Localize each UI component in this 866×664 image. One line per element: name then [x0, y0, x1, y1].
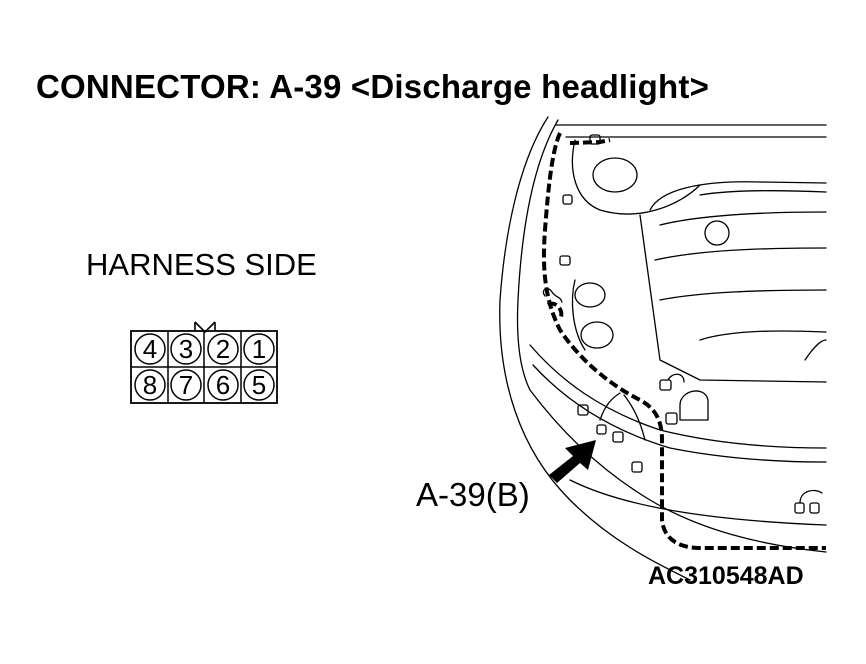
fender-edge — [499, 116, 691, 581]
pin-label: 5 — [252, 370, 266, 400]
connector-callout-label: A-39(B) — [416, 476, 530, 513]
pin-label: 1 — [252, 334, 266, 364]
harness-side-label: HARNESS SIDE — [86, 247, 317, 282]
connector-lock-icon — [194, 321, 216, 334]
pin-label: 3 — [179, 334, 193, 364]
pin-label: 2 — [216, 334, 230, 364]
pin-label: 7 — [179, 370, 193, 400]
wiring-harness — [541, 132, 826, 550]
diagram-title: CONNECTOR: A-39 <Discharge headlight> — [36, 68, 710, 105]
pointer-arrow-icon — [549, 440, 596, 483]
pin-label: 4 — [143, 334, 157, 364]
pin-label: 8 — [143, 370, 157, 400]
pin-label: 6 — [216, 370, 230, 400]
figure-code: AC310548AD — [648, 562, 804, 590]
